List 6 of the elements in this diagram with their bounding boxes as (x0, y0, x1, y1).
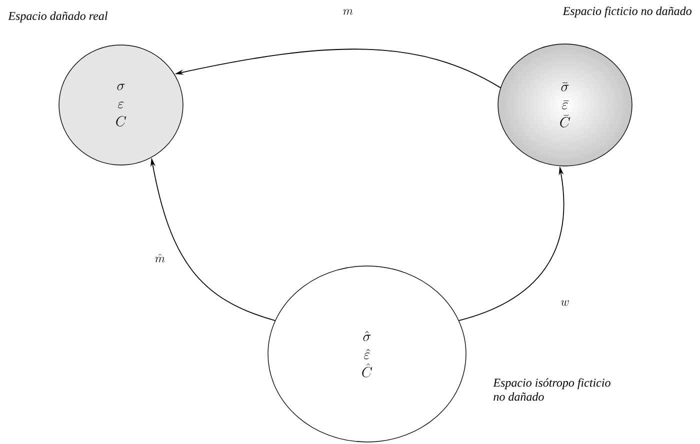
edge-label: $\hat{m}$ (155, 254, 165, 262)
node-label: Espacio isótropo ficticio no dañado (493, 378, 610, 401)
edge-label: $w$ (560, 300, 569, 306)
node-label: Espacio dañado real (8, 12, 108, 22)
node-label: Espacio ficticio no dañado (562, 6, 692, 18)
edge-label: $m$ (343, 9, 353, 15)
